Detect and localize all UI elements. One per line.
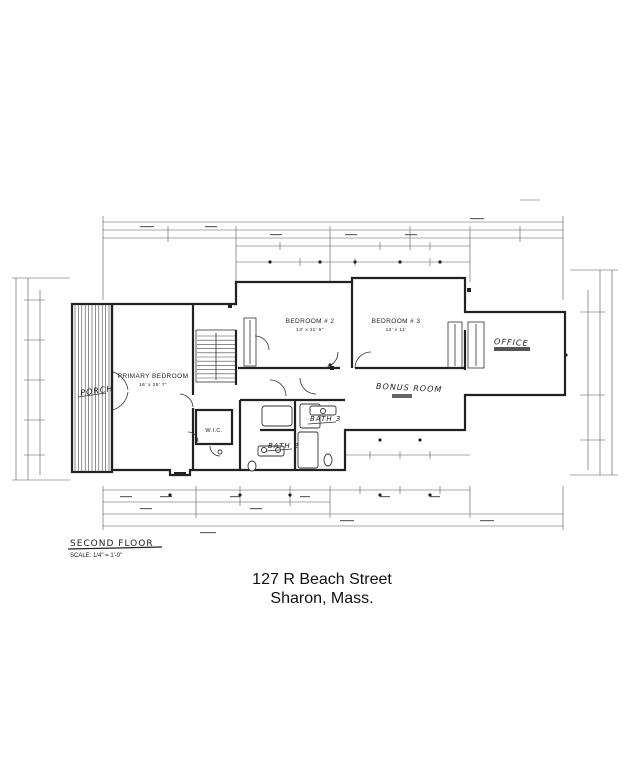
- bedroom-3-size: 13' x 11': [386, 327, 407, 333]
- door-swings: [112, 335, 372, 457]
- bottom-dimension-lines: [102, 451, 564, 530]
- bath-2-label: BATH 2: [268, 442, 299, 450]
- office-label: OFFICE: [494, 337, 529, 348]
- drawing-scale: SCALE: 1/4" = 1'-0": [70, 553, 122, 559]
- primary-bedroom-label: PRIMARY BEDROOM: [118, 373, 189, 380]
- dimension-ticks: [120, 218, 494, 534]
- address-city: Sharon, Mass.: [270, 590, 374, 607]
- bedroom-3-label: BEDROOM # 3: [372, 318, 421, 325]
- drawing-title: SECOND FLOOR: [70, 539, 154, 549]
- primary-bedroom-size: 16' x 25' 7": [139, 382, 167, 388]
- top-dimension-lines: [102, 199, 564, 300]
- address-street: 127 R Beach Street: [252, 571, 392, 588]
- bedroom-2-label: BEDROOM # 2: [286, 318, 335, 325]
- bedroom-2-size: 13' x 11' 6": [296, 327, 324, 333]
- bath-fixtures: [217, 403, 337, 472]
- closets: [243, 317, 485, 369]
- drawing-title-block: SECOND FLOOR SCALE: 1/4" = 1'-0": [67, 539, 163, 559]
- room-labels: PORCH PRIMARY BEDROOM 16' x 25' 7" W.I.C…: [77, 318, 530, 452]
- stairs: [197, 333, 235, 380]
- right-dimension-lines: [570, 269, 618, 476]
- outlet-markers: [174, 288, 471, 475]
- left-dimension-lines: [12, 277, 70, 481]
- exterior-walls: [110, 276, 567, 477]
- column-markers: [168, 260, 568, 497]
- wic-label: W.I.C.: [205, 428, 222, 434]
- bath-3-label: BATH 3: [310, 415, 341, 423]
- bonus-room-label: BONUS ROOM: [376, 382, 443, 394]
